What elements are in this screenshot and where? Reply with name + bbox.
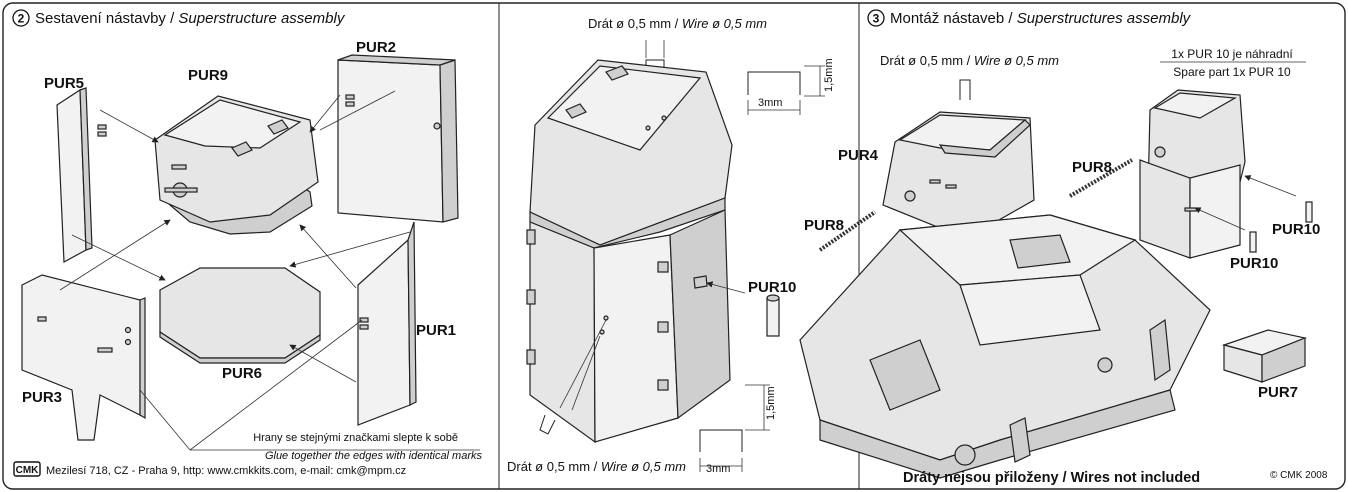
copyright: © CMK 2008 (1270, 470, 1328, 481)
step2-title: Sestavení nástavby / Superstructure asse… (35, 10, 346, 27)
pur1-door (357, 221, 417, 426)
step3-badge (867, 9, 885, 27)
dim-bottom-height: 1,5mm (765, 386, 777, 420)
cmk-logo-frame (13, 461, 41, 477)
label-pur8-right: PUR8 (1072, 159, 1112, 176)
label-pur4: PUR4 (838, 147, 879, 164)
label-pur10-middle: PUR10 (748, 279, 796, 296)
spare-note-en: Spare part 1x PUR 10 (1173, 65, 1291, 79)
dimension-bottom: 3mm 1,5mm (699, 384, 777, 475)
label-pur9: PUR9 (188, 67, 228, 84)
right-superstructure (1139, 89, 1246, 259)
assembly-arrows (59, 90, 480, 451)
dim-top-height: 1,5mm (823, 58, 835, 92)
wire-label-right: Drát ø 0,5 mm / Wire ø 0,5 mm (880, 53, 1059, 68)
glue-note-cz: Hrany se stejnými značkami slepte k sobě (253, 432, 458, 444)
label-pur1: PUR1 (416, 322, 456, 339)
pur8-springs (818, 158, 1134, 252)
vehicle-hull (799, 214, 1211, 479)
step3-title: Montáž nástaveb / Superstructures assemb… (890, 10, 1192, 27)
wire-label-bottom: Drát ø 0,5 mm / Wire ø 0,5 mm (507, 459, 686, 474)
middle-wire-bottom (539, 319, 607, 435)
pur9-box (154, 95, 319, 235)
pur3-panel (21, 274, 146, 441)
label-pur3: PUR3 (22, 389, 62, 406)
step2-number: 2 (18, 12, 25, 26)
wires-not-included: Dráty nejsou přiloženy / Wires not inclu… (903, 470, 1200, 486)
step2-badge (12, 9, 30, 27)
dimension-top: 3mm 1,5mm (747, 58, 835, 115)
step3-number: 3 (873, 12, 880, 26)
label-pur7: PUR7 (1258, 384, 1298, 401)
label-pur5: PUR5 (44, 75, 84, 92)
label-pur10-right-2: PUR10 (1230, 255, 1278, 272)
wire-label-top: Drát ø 0,5 mm / Wire ø 0,5 mm (588, 16, 767, 31)
middle-wire-top: Drát ø 0,5 mm / Wire ø 0,5 mm (588, 16, 767, 125)
label-pur2: PUR2 (356, 39, 396, 56)
cmk-logo: CMK (16, 465, 40, 476)
footer-address: Mezilesí 718, CZ - Praha 9, http: www.cm… (46, 465, 406, 477)
pur7-box (1221, 329, 1308, 383)
label-pur6: PUR6 (222, 365, 262, 382)
label-pur10-right-1: PUR10 (1272, 221, 1320, 238)
pur4-box (882, 79, 1035, 231)
dim-top-width: 3mm (758, 97, 782, 109)
footer: CMK Mezilesí 718, CZ - Praha 9, http: ww… (13, 461, 406, 477)
pur10-right-pins (1194, 175, 1313, 253)
step2-header: 2 Sestavení nástavby / Superstructure as… (12, 9, 346, 27)
spare-note-cz: 1x PUR 10 je náhradní (1171, 47, 1293, 61)
step3-header: 3 Montáž nástaveb / Superstructures asse… (867, 9, 1192, 27)
assembled-superstructure (526, 59, 733, 444)
label-pur8-left: PUR8 (804, 217, 844, 234)
glue-note-en: Glue together the edges with identical m… (265, 450, 483, 462)
pur5-panel (56, 87, 107, 263)
dim-bottom-width: 3mm (706, 463, 730, 475)
pur2-door (337, 54, 459, 223)
pur6-plate (159, 267, 321, 364)
pur10-middle (693, 275, 780, 337)
